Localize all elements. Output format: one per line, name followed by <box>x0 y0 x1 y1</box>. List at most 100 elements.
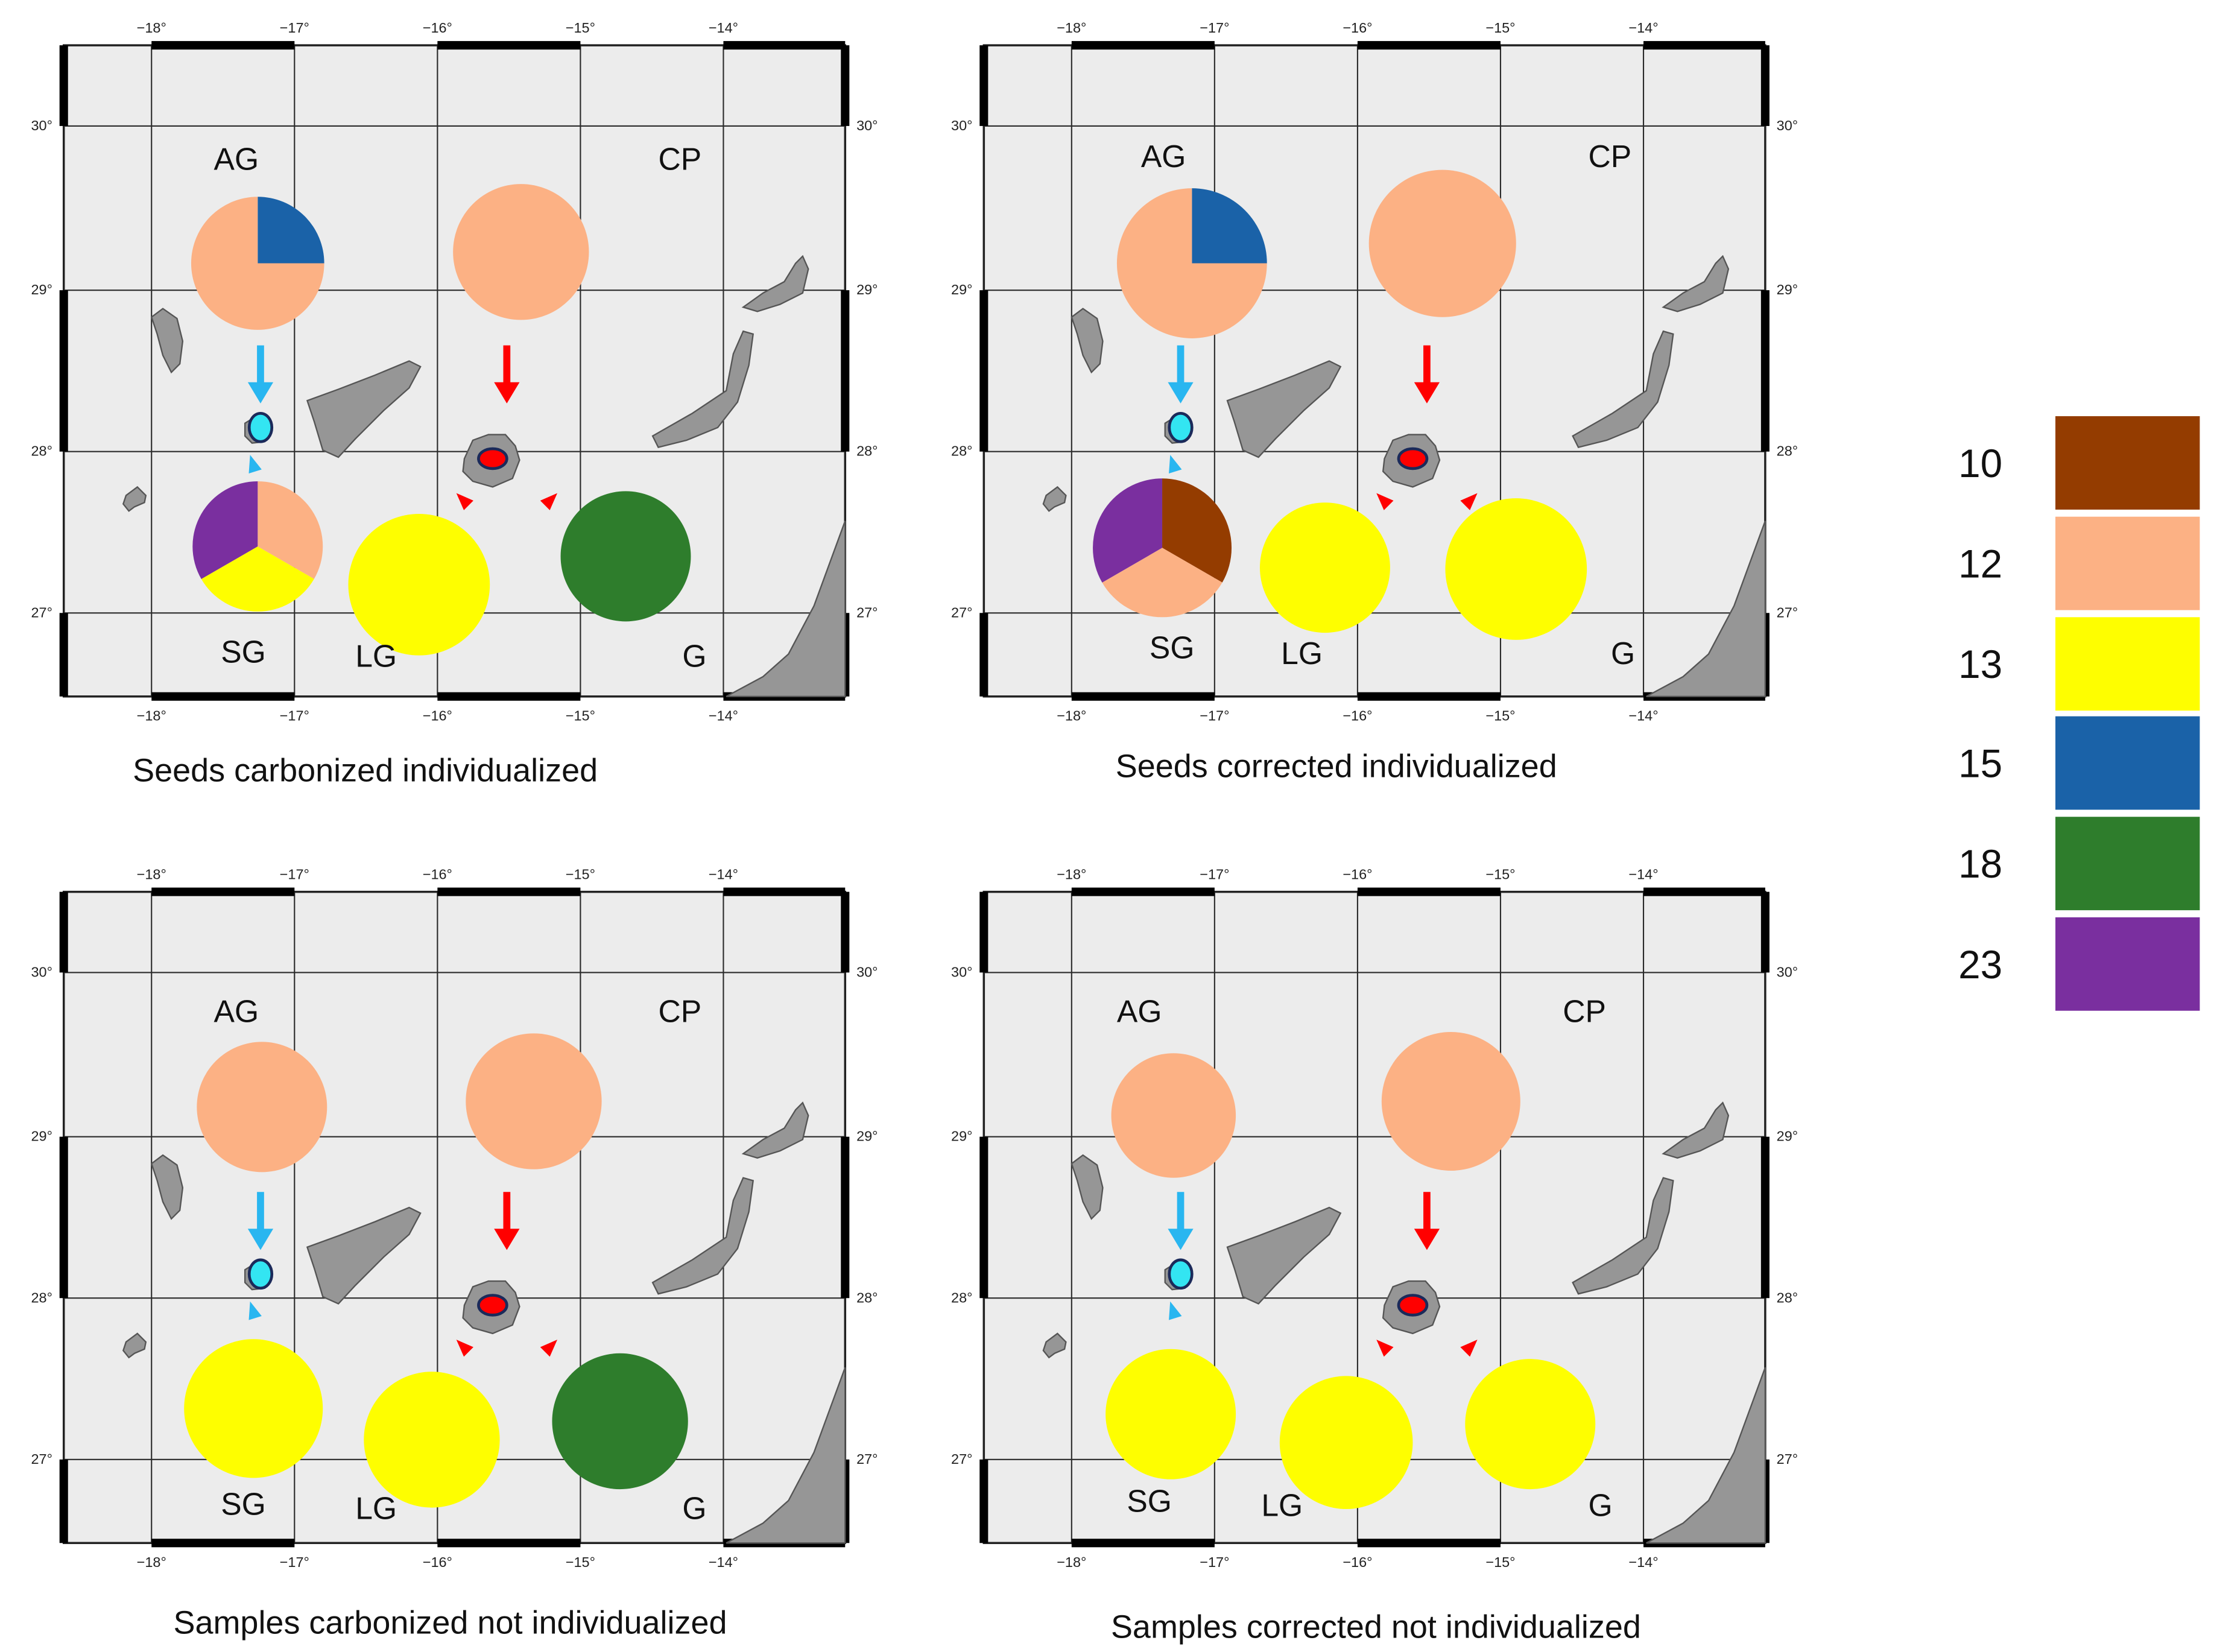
lat-tick-label: 29° <box>1777 282 1798 297</box>
lat-tick-label: 27° <box>951 604 973 620</box>
pie-lg <box>364 1372 500 1508</box>
lon-tick-label: −17° <box>280 1554 309 1570</box>
frame-segment <box>151 1539 295 1548</box>
lon-tick-label: −18° <box>1057 1554 1086 1570</box>
map-panel-1: −18°−18°−17°−17°−16°−16°−15°−15°−14°−14°… <box>31 20 878 724</box>
lon-tick-label: −18° <box>137 20 166 36</box>
site-label-cp: CP <box>658 142 701 177</box>
pie-cp <box>453 184 589 320</box>
frame-segment <box>1357 887 1501 896</box>
africa-coast-island <box>726 521 846 697</box>
lon-tick-label: −14° <box>1628 867 1658 882</box>
site-label-g: G <box>682 638 706 673</box>
pie-lg <box>1279 1376 1413 1509</box>
lat-tick-label: 28° <box>1777 1290 1798 1305</box>
pie-sg <box>184 1339 323 1478</box>
site-label-sg: SG <box>221 1486 266 1521</box>
lon-tick-label: −16° <box>1343 867 1372 882</box>
frame-segment <box>1643 41 1765 50</box>
lat-tick-label: 28° <box>1777 443 1798 459</box>
frame-segment <box>979 45 988 126</box>
map-panel-3: −18°−18°−17°−17°−16°−16°−15°−15°−14°−14°… <box>31 867 878 1571</box>
lon-tick-label: −16° <box>423 708 452 724</box>
lon-tick-label: −18° <box>137 867 166 882</box>
site-label-cp: CP <box>1588 139 1631 174</box>
frame-segment <box>723 887 846 896</box>
pie-sg-slice <box>1093 478 1163 583</box>
lat-tick-label: 28° <box>856 443 878 459</box>
pie-sg-slice <box>192 481 258 579</box>
frame-segment <box>979 1136 988 1299</box>
lon-tick-label: −15° <box>1485 867 1515 882</box>
cp-arrow-head <box>494 382 520 404</box>
pie-sg-slice <box>1105 1349 1236 1480</box>
lanzarote-island <box>1662 255 1730 312</box>
map-panel-2: −18°−18°−17°−17°−16°−16°−15°−15°−14°−14°… <box>951 20 1798 724</box>
frame-segment <box>1357 692 1501 701</box>
frame-segment <box>979 613 988 697</box>
tenerife-island <box>1226 360 1342 458</box>
frame-segment <box>841 45 850 126</box>
lon-tick-label: −17° <box>1200 20 1229 36</box>
lat-tick-label: 28° <box>951 1290 973 1305</box>
west-site-marker <box>247 1258 274 1290</box>
site-label-sg: SG <box>221 634 266 669</box>
pie-sg-slice <box>258 481 323 579</box>
lon-tick-label: −15° <box>566 20 595 36</box>
land <box>122 1101 846 1544</box>
pie-cp <box>466 1033 602 1169</box>
lat-tick-label: 27° <box>1777 1451 1798 1467</box>
cp-arrow-head <box>1414 382 1440 404</box>
frame-segment <box>151 41 295 50</box>
legend-swatch-23 <box>2055 917 2200 1011</box>
frame-segment <box>437 1539 581 1548</box>
cp-arrow <box>1414 1192 1440 1250</box>
frame-segment <box>1071 41 1215 50</box>
lon-tick-label: −14° <box>709 708 738 724</box>
panel-title-1: Seeds carbonized individualized <box>133 753 598 789</box>
pie-sg-slice <box>1162 478 1232 583</box>
pie-ag-slice <box>197 1042 327 1173</box>
lon-tick-label: −16° <box>423 1554 452 1570</box>
pie-g-slice <box>560 491 691 622</box>
pie-ag <box>191 197 324 330</box>
pie-lg-slice <box>364 1372 500 1508</box>
fuerteventura-island <box>1572 1177 1674 1295</box>
site-label-sg: SG <box>1150 630 1195 665</box>
lon-tick-label: −15° <box>566 708 595 724</box>
pie-g <box>1465 1359 1596 1490</box>
frame-segment <box>841 290 850 452</box>
legend-label-13: 13 <box>1958 642 2002 686</box>
panel-title-2: Seeds corrected individualized <box>1116 748 1557 785</box>
pie-ag <box>197 1042 327 1173</box>
frame-segment <box>59 891 68 973</box>
lat-tick-label: 30° <box>951 964 973 979</box>
lon-tick-label: −16° <box>1343 708 1372 724</box>
site-label-ag: AG <box>214 994 259 1029</box>
frame-segment <box>1760 290 1770 452</box>
east-site-marker <box>1397 447 1429 470</box>
frame-ticks <box>979 887 1770 1548</box>
g-arrow <box>540 493 558 510</box>
legend-swatch-10 <box>2055 416 2200 510</box>
frame-segment <box>979 1459 988 1543</box>
lon-tick-label: −18° <box>137 708 166 724</box>
site-label-g: G <box>682 1490 706 1525</box>
pie-ag-slice <box>1111 1053 1236 1178</box>
lat-tick-label: 30° <box>856 118 878 133</box>
lat-tick-label: 28° <box>951 443 973 459</box>
frame-segment <box>1357 41 1501 50</box>
el-hierro-island <box>122 486 147 512</box>
frame-segment <box>1760 1136 1770 1299</box>
legend-label-18: 18 <box>1958 842 2002 886</box>
lat-tick-label: 30° <box>856 964 878 979</box>
pie-g <box>1445 498 1587 640</box>
frame-segment <box>437 887 581 896</box>
frame-segment <box>1643 887 1765 896</box>
lon-tick-label: −17° <box>1200 1554 1229 1570</box>
frame-segment <box>1760 891 1770 973</box>
lat-tick-label: 29° <box>951 282 973 297</box>
west-site-marker <box>247 411 274 443</box>
pie-lg <box>348 513 490 656</box>
